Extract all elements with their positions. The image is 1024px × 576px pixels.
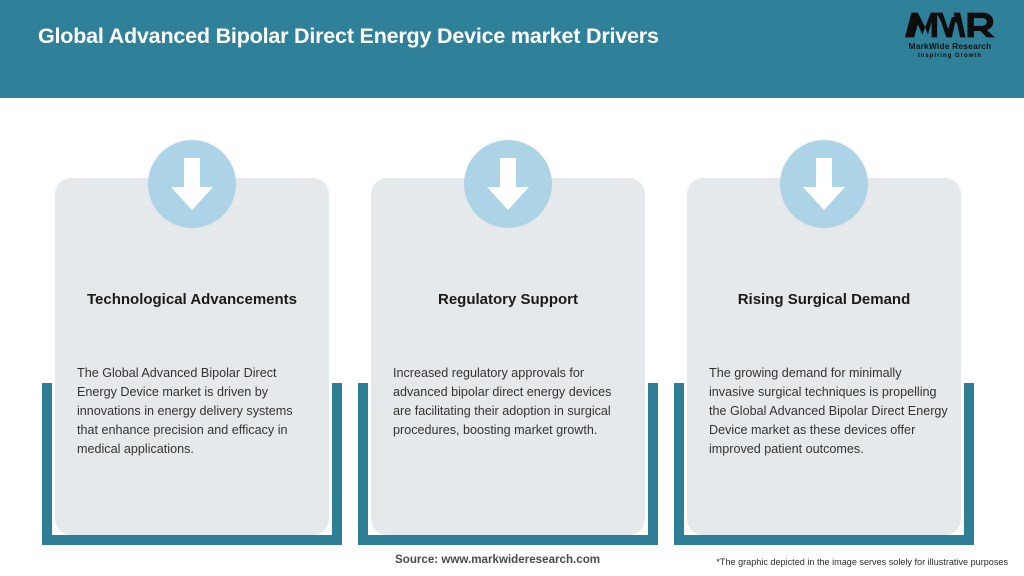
card-panel: Regulatory Support Increased regulatory …	[371, 178, 645, 535]
card-title: Technological Advancements	[86, 291, 298, 308]
mwr-logo-icon	[904, 12, 996, 38]
card-panel: Rising Surgical Demand The growing deman…	[687, 178, 961, 535]
brand-logo: MarkWide Research Inspiring Growth	[898, 10, 1002, 66]
arrow-down-icon	[780, 140, 868, 228]
card-accent-frame	[674, 383, 974, 545]
driver-card-1: Technological Advancements The Global Ad…	[42, 140, 342, 545]
card-body-text: Increased regulatory approvals for advan…	[393, 366, 612, 437]
logo-company-name: MarkWide Research	[908, 41, 992, 51]
card-body-text: The Global Advanced Bipolar Direct Energ…	[77, 366, 293, 456]
arrow-down-glyph	[487, 158, 529, 210]
card-body-text: The growing demand for minimally invasiv…	[709, 366, 948, 456]
driver-card-2: Regulatory Support Increased regulatory …	[358, 140, 658, 545]
logo-tagline: Inspiring Growth	[918, 52, 982, 59]
arrow-down-glyph	[171, 158, 213, 210]
arrow-down-glyph	[803, 158, 845, 210]
card-title: Regulatory Support	[437, 291, 578, 308]
card-title: Rising Surgical Demand	[737, 291, 911, 308]
card-accent-frame	[42, 383, 342, 545]
disclaimer-label: *The graphic depicted in the image serve…	[716, 557, 1008, 567]
card-accent-frame	[358, 383, 658, 545]
page-title: Global Advanced Bipolar Direct Energy De…	[38, 24, 659, 48]
card-panel: Technological Advancements The Global Ad…	[55, 178, 329, 535]
arrow-down-icon	[148, 140, 236, 228]
source-label: Source: www.markwideresearch.com	[395, 553, 601, 566]
header-bar: Global Advanced Bipolar Direct Energy De…	[0, 0, 1024, 98]
arrow-down-icon	[464, 140, 552, 228]
driver-card-3: Rising Surgical Demand The growing deman…	[674, 140, 974, 545]
